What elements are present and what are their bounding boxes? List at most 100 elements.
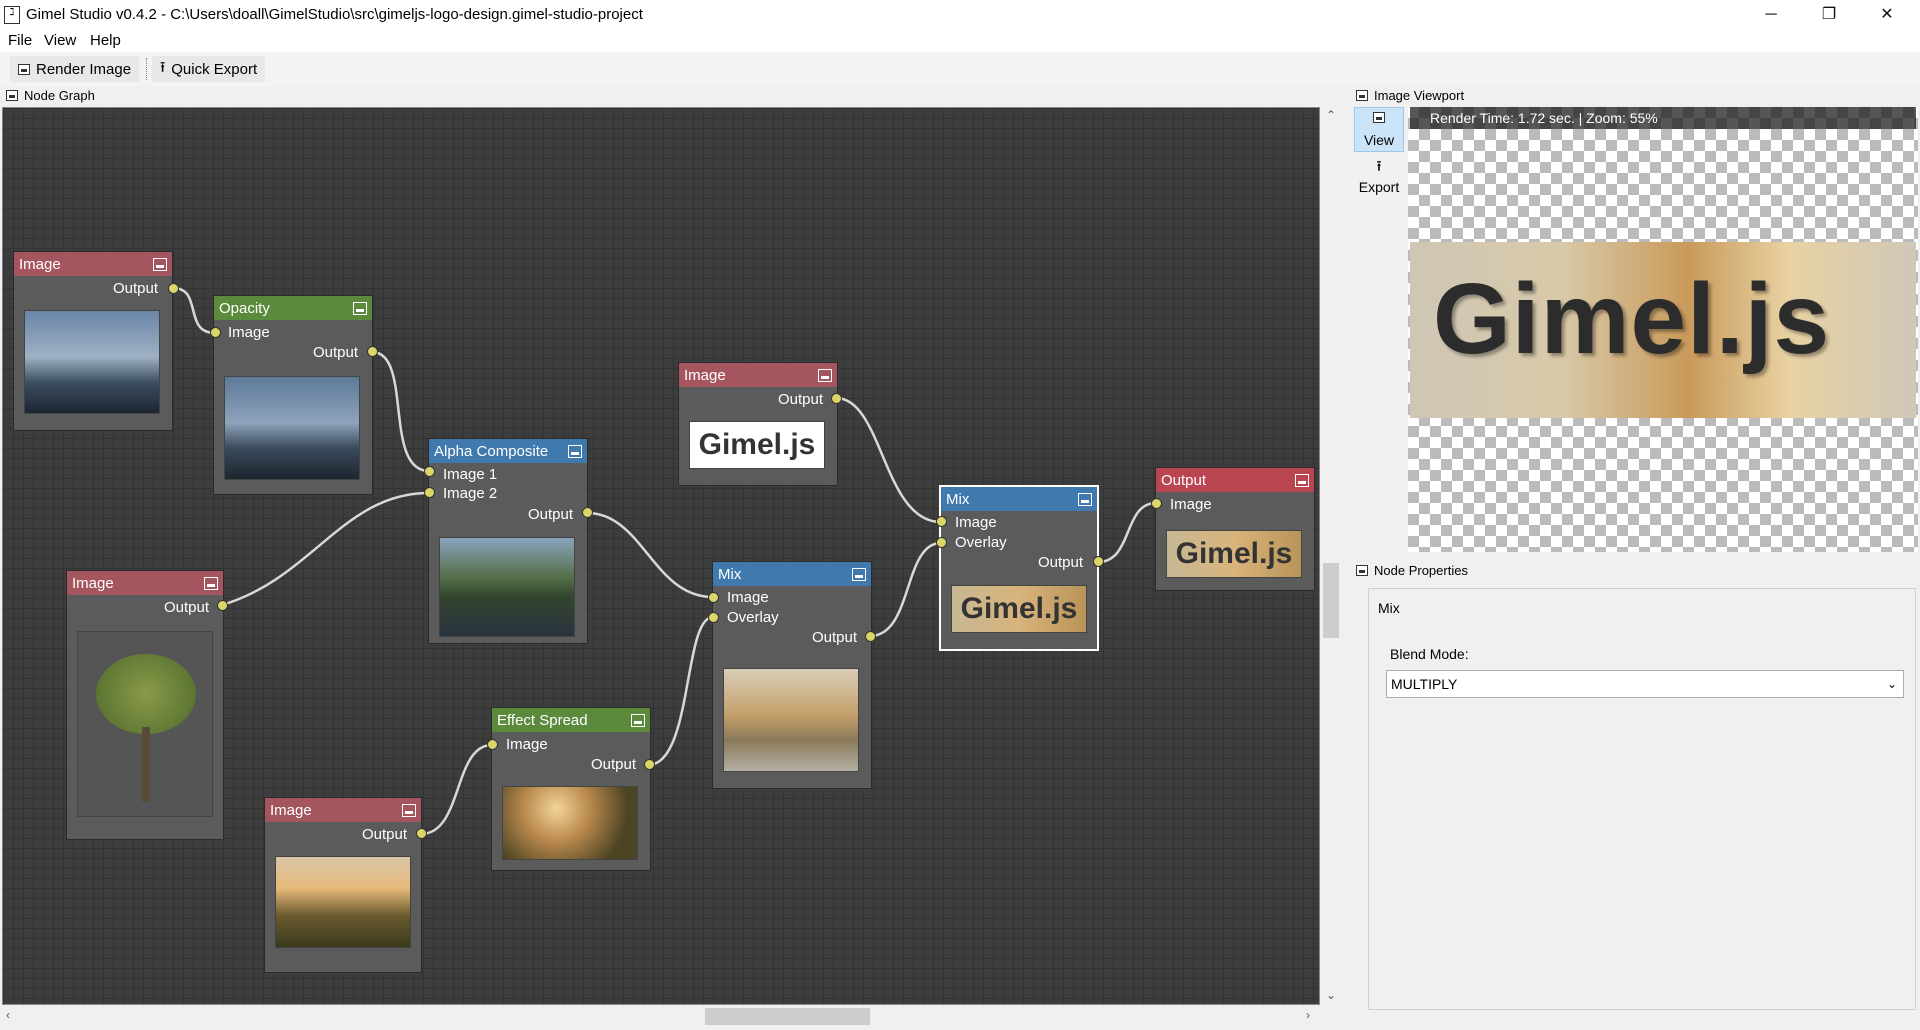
mix-thumbnail: [723, 668, 859, 772]
connection-image4-effect: [420, 743, 493, 836]
image-icon: [818, 368, 832, 382]
image-node-2-header: Image: [67, 571, 223, 595]
input-label: Image: [228, 324, 270, 341]
minimize-button[interactable]: ─: [1765, 6, 1777, 23]
image-icon: [353, 301, 367, 315]
scroll-down-arrow[interactable]: ⌄: [1326, 988, 1337, 1002]
effect-spread-node[interactable]: Effect Spread Image Output: [491, 707, 651, 871]
effect-spread-node-header: Effect Spread: [492, 708, 650, 732]
image-icon: [1078, 492, 1092, 506]
effect-thumbnail: [502, 786, 638, 860]
input-label-overlay: Overlay: [727, 609, 779, 626]
node-graph-canvas[interactable]: Image Output Opacity Image Output Image …: [2, 107, 1320, 1005]
opacity-node-header: Opacity: [214, 296, 372, 320]
output-thumbnail: Gimel.js: [1166, 530, 1302, 578]
output-socket[interactable]: [831, 393, 842, 404]
horizontal-scrollbar[interactable]: [2, 1006, 1320, 1026]
input-socket[interactable]: [210, 327, 221, 338]
node-properties-panel: [1368, 588, 1916, 1010]
node-title: Alpha Composite: [434, 442, 549, 460]
alpha-composite-node-header: Alpha Composite: [429, 439, 587, 463]
image-viewport-header: Image Viewport: [1356, 88, 1464, 103]
close-button[interactable]: ✕: [1880, 6, 1894, 23]
tree-thumbnail: [77, 631, 213, 817]
alpha-composite-node[interactable]: Alpha Composite Image 1 Image 2 Output: [428, 438, 588, 644]
output-node[interactable]: Output Image Gimel.js: [1155, 467, 1315, 591]
scroll-up-arrow[interactable]: ⌃: [1326, 108, 1337, 122]
export-icon[interactable]: ⭱: [1376, 158, 1382, 175]
output-label: Output: [163, 599, 209, 616]
input-socket[interactable]: [487, 739, 498, 750]
maximize-button[interactable]: ❐: [1821, 6, 1837, 23]
node-properties-header: Node Properties: [1356, 563, 1468, 578]
node-graph-header: Node Graph: [6, 88, 95, 103]
image-node-2[interactable]: Image Output: [66, 570, 224, 840]
opacity-node[interactable]: Opacity Image Output: [213, 295, 373, 495]
connection-mix1-mix2: [869, 541, 942, 638]
horizontal-scroll-thumb[interactable]: [705, 1008, 870, 1025]
image-icon: [568, 444, 582, 458]
export-tab-label[interactable]: Export: [1358, 179, 1400, 195]
connection-effect-mix1: [647, 615, 714, 767]
output-label: Output: [1037, 554, 1083, 571]
mix-node-1[interactable]: Mix Image Overlay Output: [712, 561, 872, 789]
output-socket[interactable]: [644, 759, 655, 770]
properties-node-name: Mix: [1376, 600, 1402, 616]
output-socket[interactable]: [217, 600, 228, 611]
output-socket[interactable]: [865, 631, 876, 642]
image-node-4[interactable]: Image Output: [264, 797, 422, 973]
quick-export-button[interactable]: ⭱ Quick Export: [152, 56, 266, 82]
output-socket[interactable]: [1093, 556, 1104, 567]
mix-node-2[interactable]: Mix Image Overlay Output Gimel.js: [939, 485, 1099, 651]
quick-export-label: Quick Export: [171, 60, 258, 78]
node-title: Image: [684, 366, 726, 384]
output-label: Output: [112, 280, 158, 297]
connection-alpha-mix1: [586, 511, 714, 599]
menu-view[interactable]: View: [44, 32, 77, 49]
node-title: Mix: [718, 565, 742, 583]
toolbar: [0, 52, 1920, 86]
blend-mode-label: Blend Mode:: [1390, 646, 1469, 662]
input-socket-image[interactable]: [708, 592, 719, 603]
output-label: Output: [361, 826, 407, 843]
input-socket-2[interactable]: [424, 487, 435, 498]
node-title: Output: [1161, 471, 1207, 489]
output-socket[interactable]: [582, 507, 593, 518]
input-socket-image[interactable]: [936, 516, 947, 527]
output-socket[interactable]: [416, 828, 427, 839]
input-label-overlay: Overlay: [955, 534, 1007, 551]
input-label: Image: [1170, 496, 1212, 513]
input-socket-overlay[interactable]: [708, 612, 719, 623]
input-socket[interactable]: [1151, 498, 1162, 509]
image-icon: [1295, 473, 1309, 487]
blend-mode-select[interactable]: MULTIPLY ⌄: [1386, 670, 1904, 698]
toolbar-separator: [146, 58, 148, 80]
output-label: Output: [590, 756, 636, 773]
scroll-right-arrow[interactable]: ›: [1306, 1008, 1310, 1022]
output-socket[interactable]: [367, 346, 378, 357]
image-node-1[interactable]: Image Output: [13, 251, 173, 431]
opacity-thumbnail: [224, 376, 360, 480]
render-image-button[interactable]: Render Image: [10, 56, 140, 82]
input-socket-overlay[interactable]: [936, 537, 947, 548]
vertical-scrollbar[interactable]: [1322, 107, 1340, 1005]
input-label-image: Image: [727, 589, 769, 606]
mix-logo-thumbnail: Gimel.js: [951, 585, 1087, 633]
output-label: Output: [777, 391, 823, 408]
vertical-scroll-thumb[interactable]: [1323, 563, 1339, 638]
input-label-image: Image: [955, 514, 997, 531]
scroll-left-arrow[interactable]: ‹: [6, 1008, 10, 1022]
blend-mode-value: MULTIPLY: [1391, 676, 1458, 692]
output-label: Output: [312, 344, 358, 361]
output-socket[interactable]: [168, 283, 179, 294]
gimel-text-thumbnail: Gimel.js: [689, 421, 825, 469]
menu-file[interactable]: File: [8, 32, 33, 49]
image-node-3-header: Image: [679, 363, 837, 387]
input-socket-1[interactable]: [424, 466, 435, 477]
image-node-3[interactable]: Image Output Gimel.js: [678, 362, 838, 486]
menu-help[interactable]: Help: [90, 32, 121, 49]
image-icon: [402, 803, 416, 817]
render-icon: [18, 63, 30, 75]
rendered-image: [1410, 242, 1916, 418]
node-title: Effect Spread: [497, 711, 588, 729]
